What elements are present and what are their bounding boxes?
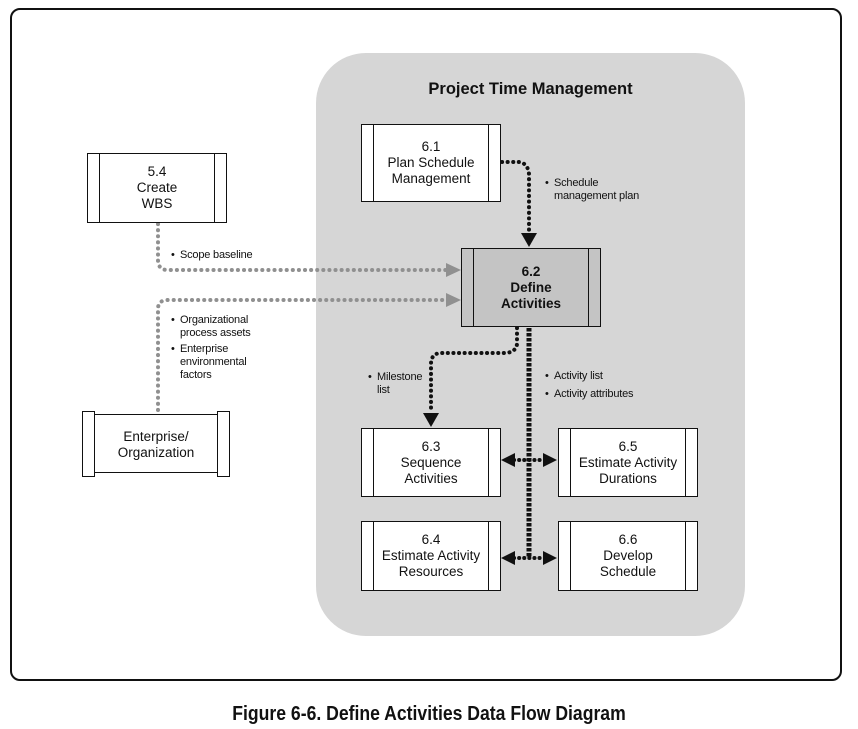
label-enterprise-inputs: Organizational process assets Enterprise… <box>171 314 251 382</box>
process-number: 6.2 <box>521 263 541 279</box>
process-bar-right <box>488 522 489 590</box>
label-scope-baseline: Scope baseline <box>171 249 253 262</box>
process-name-2: WBS <box>141 196 173 211</box>
panel-title: Project Time Management <box>428 80 633 98</box>
process-bar-left <box>373 522 374 590</box>
arrowhead-to-6-6 <box>543 551 557 565</box>
label-milestone-list: Milestone list <box>368 371 423 397</box>
process-bar-right <box>685 429 686 496</box>
enterprise-flow <box>156 298 450 412</box>
process-bar-right <box>588 249 589 326</box>
process-bar-right <box>488 125 489 201</box>
process-bar-left <box>570 429 571 496</box>
process-name-2: Resources <box>398 564 464 579</box>
process-name-1: Create <box>136 180 178 195</box>
process-bar-left <box>99 154 100 222</box>
external-entity-enterprise-organization: Enterprise/ Organization <box>95 429 217 461</box>
process-number: 6.4 <box>421 532 441 547</box>
figure-caption: Figure 6-6. Define Activities Data Flow … <box>232 703 626 725</box>
milestone-flow <box>429 326 519 415</box>
figure-frame <box>10 8 842 681</box>
process-name-1: Estimate Activity <box>381 548 481 563</box>
process-name-2: Management <box>391 171 471 186</box>
schedule-plan-arrowhead <box>521 233 537 247</box>
enterprise-arrowhead <box>446 293 461 307</box>
schedule-plan-flow <box>500 160 531 235</box>
arrowhead-to-6-3 <box>501 453 515 467</box>
process-bar-right <box>685 522 686 590</box>
process-name-2: Schedule <box>599 564 657 579</box>
process-bar-left <box>373 429 374 496</box>
process-bar-left <box>373 125 374 201</box>
arrowhead-to-6-4 <box>501 551 515 565</box>
process-bar-left <box>570 522 571 590</box>
process-name-2: Durations <box>599 470 657 486</box>
process-bar-left <box>473 249 474 326</box>
process-number: 6.3 <box>421 438 441 454</box>
process-number: 6.1 <box>421 139 441 154</box>
scope-baseline-arrowhead <box>446 263 461 277</box>
process-name-1: Estimate Activity <box>578 454 678 470</box>
label-activity-outputs: Activity list Activity attributes <box>545 370 634 401</box>
arrowhead-to-6-5 <box>543 453 557 467</box>
process-name-1: Develop <box>603 548 653 563</box>
process-bar-right <box>488 429 489 496</box>
external-entity-cap-right <box>217 411 230 477</box>
external-entity-cap-left <box>82 411 95 477</box>
process-name-1: Sequence <box>400 454 462 470</box>
external-entity-body <box>95 414 217 473</box>
process-bar-right <box>214 154 215 222</box>
process-name-1: Define <box>510 279 552 295</box>
external-name-2: Organization <box>117 445 195 460</box>
process-name-1: Plan Schedule <box>387 155 475 170</box>
process-number: 6.5 <box>618 438 638 454</box>
process-number: 6.6 <box>618 532 638 547</box>
process-name-2: Activities <box>404 470 458 486</box>
process-number: 5.4 <box>147 164 167 179</box>
external-name-1: Enterprise/ <box>123 429 189 444</box>
label-schedule-management-plan: Schedule management plan <box>545 177 639 203</box>
process-name-2: Activities <box>500 295 562 311</box>
milestone-arrowhead <box>423 413 439 427</box>
scope-baseline-flow <box>156 222 450 272</box>
